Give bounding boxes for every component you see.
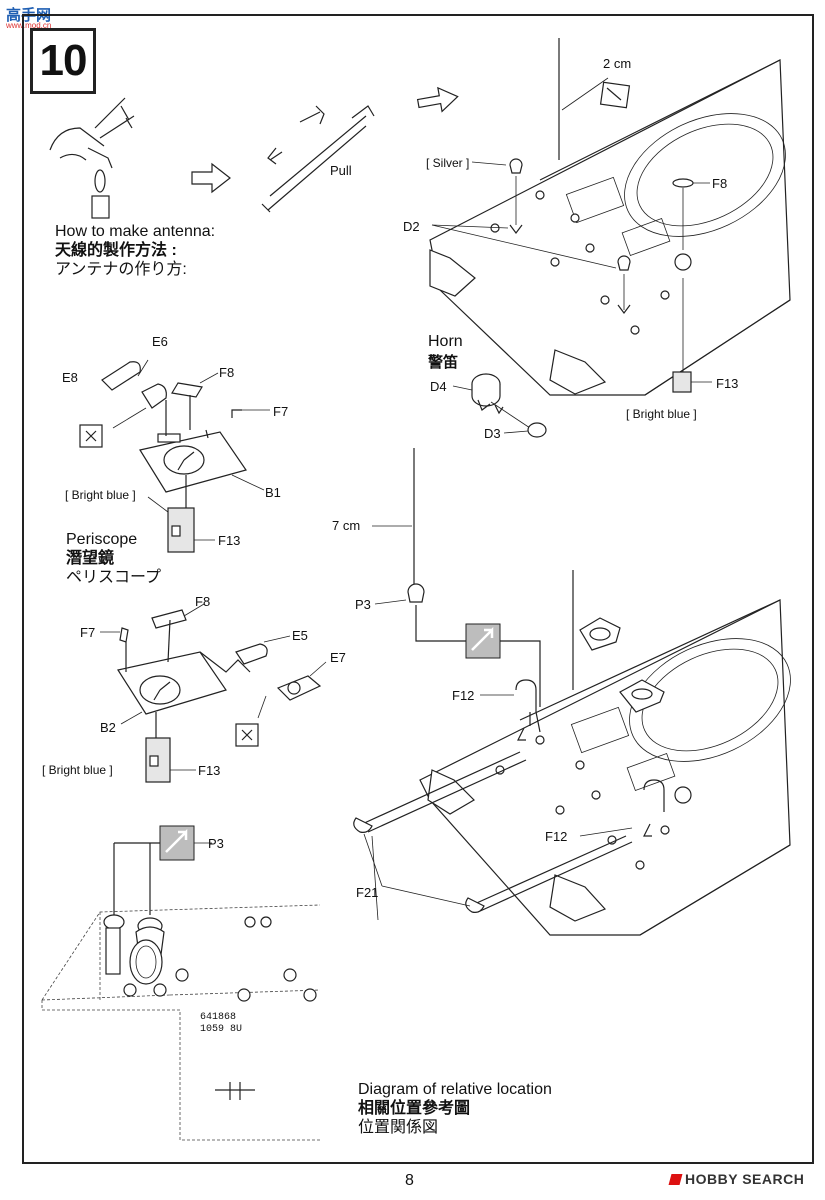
horn-drawing [452, 373, 547, 438]
part-f12-left: F12 [452, 688, 475, 703]
periscope-title-en: Periscope [66, 531, 138, 548]
hull-top-right-drawing [429, 38, 791, 396]
part-d4: D4 [430, 379, 447, 394]
hull-marking-2: 1059 8U [200, 1024, 243, 1035]
part-f8-upper: F8 [219, 365, 235, 380]
part-f8-top: F8 [712, 176, 728, 191]
silver-color-note: [ Silver ] [426, 156, 470, 170]
periscope-upper-drawing [79, 359, 270, 553]
site-logo-url: www.mod.cn [6, 21, 52, 30]
part-e7: E7 [330, 650, 346, 665]
antenna-howto-drawing [49, 86, 459, 219]
part-f7-lower: F7 [80, 625, 96, 640]
page-frame [22, 14, 814, 1164]
periscope-lower-drawing [100, 603, 327, 783]
part-p3: P3 [355, 597, 371, 612]
page-number: 8 [405, 1172, 414, 1189]
horn-title-zh: 警笛 [428, 354, 459, 371]
periscope-title-zh: 潛望鏡 [66, 550, 115, 567]
antenna-title-en: How to make antenna: [55, 223, 216, 240]
periscope-title-ja: ペリスコープ [66, 569, 162, 586]
pull-label: Pull [330, 163, 352, 178]
part-e5: E5 [292, 628, 308, 643]
bright-blue-note-top: [ Bright blue ] [626, 407, 697, 421]
hobby-search-logo: HOBBY SEARCH [668, 1171, 804, 1187]
antenna-length-7cm: 7 cm [332, 518, 361, 533]
part-f21: F21 [356, 885, 379, 900]
antenna-length-2cm: 2 cm [603, 56, 632, 71]
part-d3: D3 [484, 426, 501, 441]
relative-location-title-zh: 相關位置參考圖 [358, 1100, 471, 1117]
part-f13-lower: F13 [198, 763, 221, 778]
part-f7-upper: F7 [273, 404, 289, 419]
part-d2: D2 [403, 219, 420, 234]
relative-location-drawing [41, 825, 321, 1141]
horn-title-en: Horn [428, 333, 463, 350]
bright-blue-note-lower: [ Bright blue ] [42, 763, 113, 777]
antenna-title-zh: 天線的製作方法 : [55, 242, 177, 259]
part-b2: B2 [100, 720, 116, 735]
part-e6: E6 [152, 334, 168, 349]
relative-location-title-ja: 位置関係図 [358, 1119, 439, 1136]
bright-blue-note-upper: [ Bright blue ] [65, 488, 136, 502]
part-f13-upper: F13 [218, 533, 241, 548]
step-number: 10 [30, 28, 96, 94]
relative-location-title-en: Diagram of relative location [358, 1081, 552, 1098]
part-p3-relative: P3 [208, 836, 224, 851]
hull-marking-1: 641868 [200, 1012, 237, 1023]
part-e8: E8 [62, 370, 78, 385]
hobby-search-icon [668, 1174, 683, 1185]
part-f8-lower: F8 [195, 594, 211, 609]
part-f12-right: F12 [545, 829, 568, 844]
hull-lower-right-drawing [353, 448, 791, 936]
part-b1: B1 [265, 485, 281, 500]
part-f13-top: F13 [716, 376, 739, 391]
antenna-title-ja: アンテナの作り方: [55, 261, 187, 278]
